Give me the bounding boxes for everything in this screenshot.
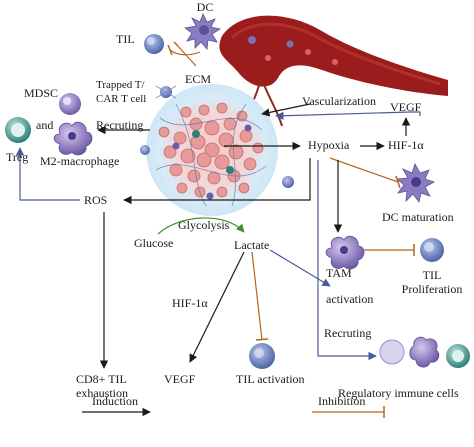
label-cd8-exhaustion: CD8+ TIL exhaustion [76,372,128,400]
label-glucose: Glucose [134,236,174,250]
label-hif1a-mid: HIF-1α [172,296,208,310]
label-hif1a-right: HIF-1α [388,138,424,152]
til-cell-icon [420,238,444,262]
label-vegf-bottom: VEGF [164,372,196,386]
tumor-mass-icon [140,84,294,216]
til-icon [144,34,164,54]
legend-induction-label: Induction [92,394,138,408]
label-glycolysis: Glycolysis [178,218,230,232]
label-trapped-cells: Trapped T/ CAR T cell [96,79,147,105]
label-lactate: Lactate [234,238,270,252]
dc-icon [183,13,222,50]
label-treg: Treg [6,150,29,164]
label-recruting-bottom: Recruting [324,326,372,340]
label-vegf-top: VEGF [390,100,422,114]
label-tam: TAM [326,266,352,280]
tam-icon [325,235,365,270]
til-activation-icon [249,343,275,369]
label-regulatory-cells: Regulatory immune cells [338,386,459,400]
label-dc-maturation: DC maturation [382,210,454,224]
label-m2-macrophage: M2-macrophage [40,154,120,168]
label-til-proliferation: TIL Proliferation [401,268,463,296]
m2-macrophage-icon [53,121,93,156]
label-til-top: TIL [116,32,135,46]
treg-icon [5,117,31,143]
mdsc-icon [59,93,81,115]
label-til-activation: TIL activation [236,372,305,386]
label-mdsc: MDSC [24,86,59,100]
label-activation: activation [326,292,374,306]
dc-maturation-icon [396,163,435,203]
label-hypoxia: Hypoxia [308,138,350,152]
legend-inhibition-label: Inhibition [318,394,366,408]
regulatory-cell-icon [379,336,470,368]
label-ecm: ECM [185,72,212,86]
ecm-trapped-cell-icon [155,85,177,99]
label-ros: ROS [84,193,108,207]
label-vascularization: Vascularization [302,94,376,108]
label-recruting-top: Recruting [96,118,144,132]
label-dc: DC [196,0,214,14]
label-and: and [36,118,54,132]
